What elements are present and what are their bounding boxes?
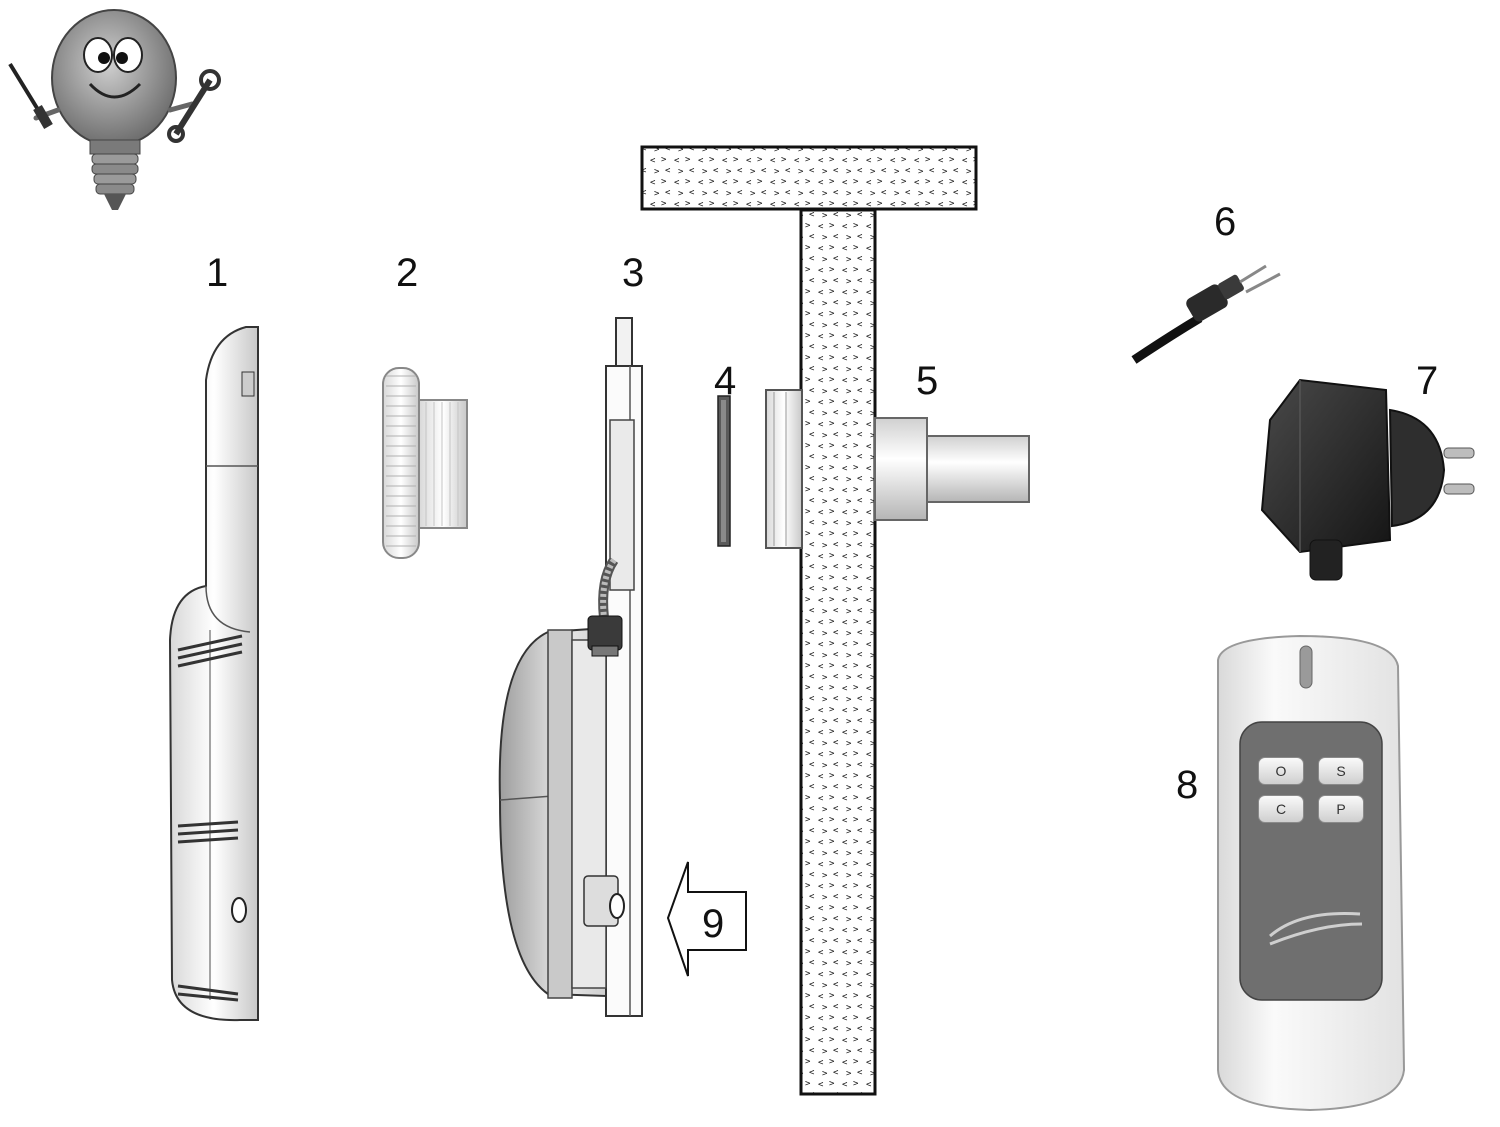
- label-part-6: 6: [1214, 200, 1237, 244]
- part1-cover: [168, 326, 259, 1022]
- part3-light-housing: [498, 317, 643, 1017]
- part6-cable-connector: [1131, 264, 1281, 364]
- label-part-4: 4: [714, 359, 737, 403]
- arrow9-direction-icon: [666, 861, 747, 977]
- label-part-8: 8: [1176, 763, 1199, 807]
- remote-button-c[interactable]: C: [1258, 795, 1304, 823]
- label-part-7: 7: [1416, 359, 1439, 403]
- label-arrow-9: 9: [702, 902, 725, 946]
- wall-section: [640, 145, 978, 1096]
- label-part-2: 2: [396, 251, 419, 295]
- part2-threaded-ring: [382, 367, 468, 559]
- part8-remote: [1217, 634, 1406, 1112]
- part5-wall-passthrough: [765, 389, 1030, 549]
- label-part-3: 3: [622, 251, 645, 295]
- remote-button-p[interactable]: P: [1318, 795, 1364, 823]
- lightbulb-mascot-icon: [8, 9, 221, 210]
- remote-button-s[interactable]: S: [1318, 757, 1364, 785]
- label-part-5: 5: [916, 359, 939, 403]
- part4-gasket: [717, 395, 731, 547]
- part7-power-adapter: [1260, 378, 1475, 581]
- remote-button-o[interactable]: O: [1258, 757, 1304, 785]
- label-part-1: 1: [206, 251, 229, 295]
